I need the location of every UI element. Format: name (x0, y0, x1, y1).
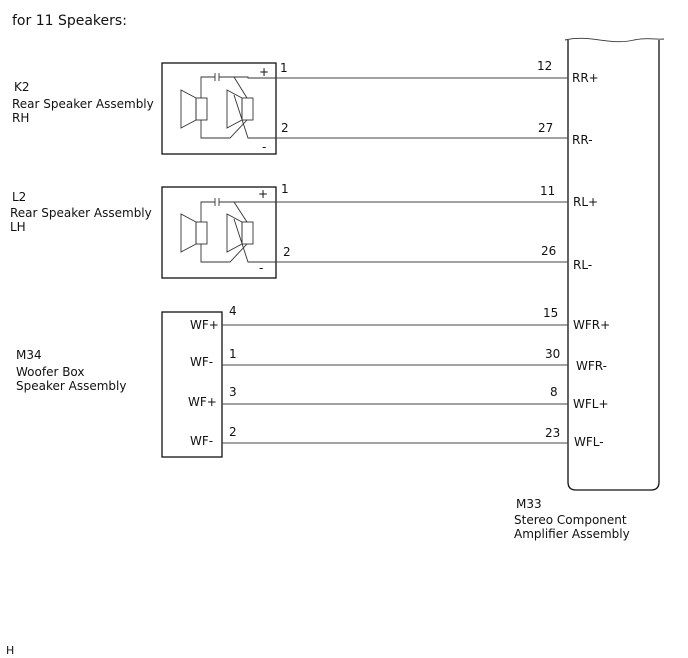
pin-number: 8 (550, 385, 558, 399)
pin-number: 11 (540, 184, 555, 198)
terminal-label: WF+ (190, 318, 219, 332)
terminal-label: WF- (190, 355, 213, 369)
pin-number: 4 (229, 304, 237, 318)
pin-number: 1 (281, 182, 289, 196)
m33-break-line (564, 37, 665, 43)
k2-component: K2 Rear Speaker Assembly RH + - (12, 62, 277, 155)
terminal-label: WF+ (188, 395, 217, 409)
m33-name-line2: Amplifier Assembly (514, 527, 630, 541)
terminal-label: RR+ (572, 71, 599, 85)
pin-number: 2 (229, 425, 237, 439)
wire-m34-wfr-minus: WF- 1 30 WFR- (190, 347, 607, 373)
m34-name-line1: Woofer Box (16, 365, 85, 379)
terminal-label: WFR+ (573, 318, 610, 332)
m34-component: M34 Woofer Box Speaker Assembly (16, 311, 223, 458)
l2-name-line2: LH (10, 220, 26, 234)
k2-speaker-symbol (180, 73, 276, 139)
terminal-label: RL+ (573, 195, 598, 209)
terminal-label: RR- (572, 133, 593, 147)
l2-box (161, 186, 277, 279)
pin-number: 23 (545, 426, 560, 440)
footer-code: H (6, 644, 14, 657)
wire-m34-wfr-plus: WF+ 4 15 WFR+ (190, 304, 610, 332)
l2-code: L2 (12, 190, 26, 204)
pin-number: 2 (281, 121, 289, 135)
m34-code: M34 (16, 348, 42, 362)
k2-code: K2 (14, 80, 30, 94)
m33-component: M33 Stereo Component Amplifier Assembly (514, 37, 665, 541)
k2-name-line2: RH (12, 111, 29, 125)
pin-number: 26 (541, 244, 556, 258)
diagram-heading: for 11 Speakers: (12, 13, 127, 29)
l2-name-line1: Rear Speaker Assembly (10, 206, 152, 220)
terminal-label: WFL+ (573, 397, 609, 411)
l2-minus-sign: - (259, 261, 263, 275)
pin-number: 1 (229, 347, 237, 361)
l2-plus-sign: + (258, 187, 268, 201)
l2-speaker-symbol (180, 198, 276, 263)
terminal-label: WF- (190, 434, 213, 448)
pin-number: 2 (283, 245, 291, 259)
m33-name-line1: Stereo Component (514, 513, 627, 527)
m33-box (567, 40, 660, 491)
pin-number: 12 (537, 59, 552, 73)
wire-m34-wfl-plus: WF+ 3 8 WFL+ (188, 385, 609, 411)
wire-m34-wfl-minus: WF- 2 23 WFL- (190, 425, 604, 449)
m34-name-line2: Speaker Assembly (16, 379, 126, 393)
pin-number: 3 (229, 385, 237, 399)
k2-box (161, 62, 277, 155)
pin-number: 30 (545, 347, 560, 361)
terminal-label: WFL- (574, 435, 604, 449)
wire-k2-rr-plus: 1 12 RR+ (276, 59, 599, 85)
l2-component: L2 Rear Speaker Assembly LH + - (10, 186, 277, 279)
terminal-label: WFR- (576, 359, 607, 373)
m34-box (161, 311, 223, 458)
pin-number: 1 (280, 61, 288, 75)
m33-code: M33 (516, 497, 542, 511)
k2-name-line1: Rear Speaker Assembly (12, 97, 154, 111)
pin-number: 15 (543, 306, 558, 320)
pin-number: 27 (538, 121, 553, 135)
k2-plus-sign: + (259, 65, 269, 79)
terminal-label: RL- (573, 258, 592, 272)
k2-minus-sign: - (262, 140, 266, 154)
wire-k2-rr-minus: 2 27 RR- (276, 121, 593, 147)
wire-l2-rl-plus: 1 11 RL+ (276, 182, 598, 209)
wire-l2-rl-minus: 2 26 RL- (276, 244, 592, 272)
